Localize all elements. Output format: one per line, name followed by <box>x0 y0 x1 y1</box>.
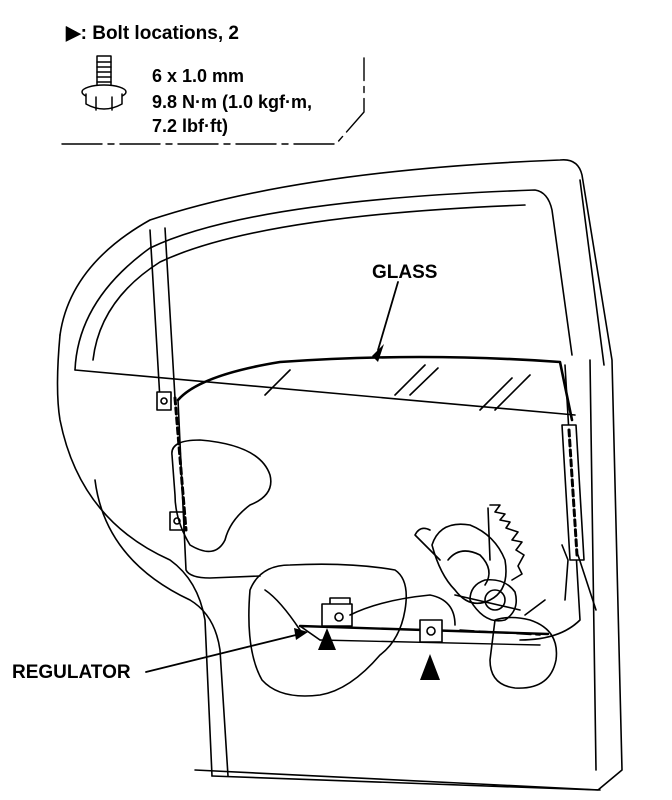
triangle-marker-icon <box>66 26 77 38</box>
bolt-size-spec: 6 x 1.0 mm <box>152 66 245 86</box>
front-channel <box>561 424 597 611</box>
legend-frame <box>61 57 365 145</box>
regulator-label: REGULATOR <box>12 662 131 683</box>
regulator-rail <box>264 589 550 646</box>
torque-spec-line2: 7.2 lbf·ft) <box>152 116 228 136</box>
leader-lines <box>145 281 399 673</box>
bolt-legend-text: ▶: Bolt locations, 2 <box>66 23 239 44</box>
door-shell <box>56 158 623 791</box>
glass-panel <box>176 355 581 641</box>
bolt-marker-2-icon <box>420 654 440 680</box>
torque-spec-line1: 9.8 N·m (1.0 kgf·m, <box>152 92 313 112</box>
bolt-marker-1-icon <box>318 628 336 650</box>
glass-label: GLASS <box>372 262 438 283</box>
bolt-icon <box>81 55 127 111</box>
regulator-mechanism <box>414 504 558 689</box>
access-hole-upper <box>171 439 272 553</box>
access-hole-lower <box>248 563 408 697</box>
